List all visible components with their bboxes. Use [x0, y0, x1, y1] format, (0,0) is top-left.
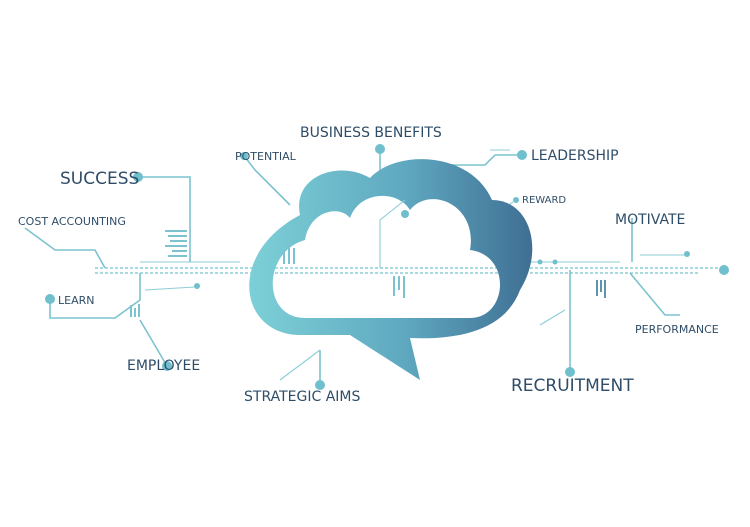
main-bus	[95, 261, 729, 275]
label-strategic-aims: STRATEGIC AIMS	[244, 389, 360, 405]
label-leadership: LEADERSHIP	[531, 148, 619, 164]
potential-node	[240, 152, 248, 160]
label-performance: PERFORMANCE	[635, 323, 719, 336]
employee-node	[162, 361, 172, 371]
recruitment-node	[565, 367, 575, 377]
strategic-aims-node	[315, 380, 325, 390]
label-recruitment: RECRUITMENT	[511, 376, 634, 396]
label-cost-accounting: COST ACCOUNTING	[18, 215, 126, 228]
label-business-benefits: BUSINESS BENEFITS	[300, 125, 442, 141]
cloud-graphic	[249, 159, 533, 380]
right-circuit	[537, 218, 690, 377]
label-potential: POTENTIAL	[235, 150, 297, 163]
left-circuit	[24, 152, 291, 371]
label-employee: EMPLOYEE	[127, 358, 200, 374]
success-node	[133, 172, 143, 182]
leadership-node	[517, 150, 527, 160]
label-reward: REWARD	[522, 195, 566, 206]
labels: BUSINESS BENEFITS POTENTIAL LEADERSHIP R…	[18, 125, 719, 405]
label-learn: LEARN	[58, 294, 94, 307]
label-motivate: MOTIVATE	[615, 212, 685, 228]
left-bars	[130, 230, 187, 317]
business-benefits-node	[375, 144, 385, 154]
label-success: SUCCESS	[60, 169, 139, 189]
bottom-circuit	[279, 349, 325, 390]
learn-node	[45, 294, 55, 304]
